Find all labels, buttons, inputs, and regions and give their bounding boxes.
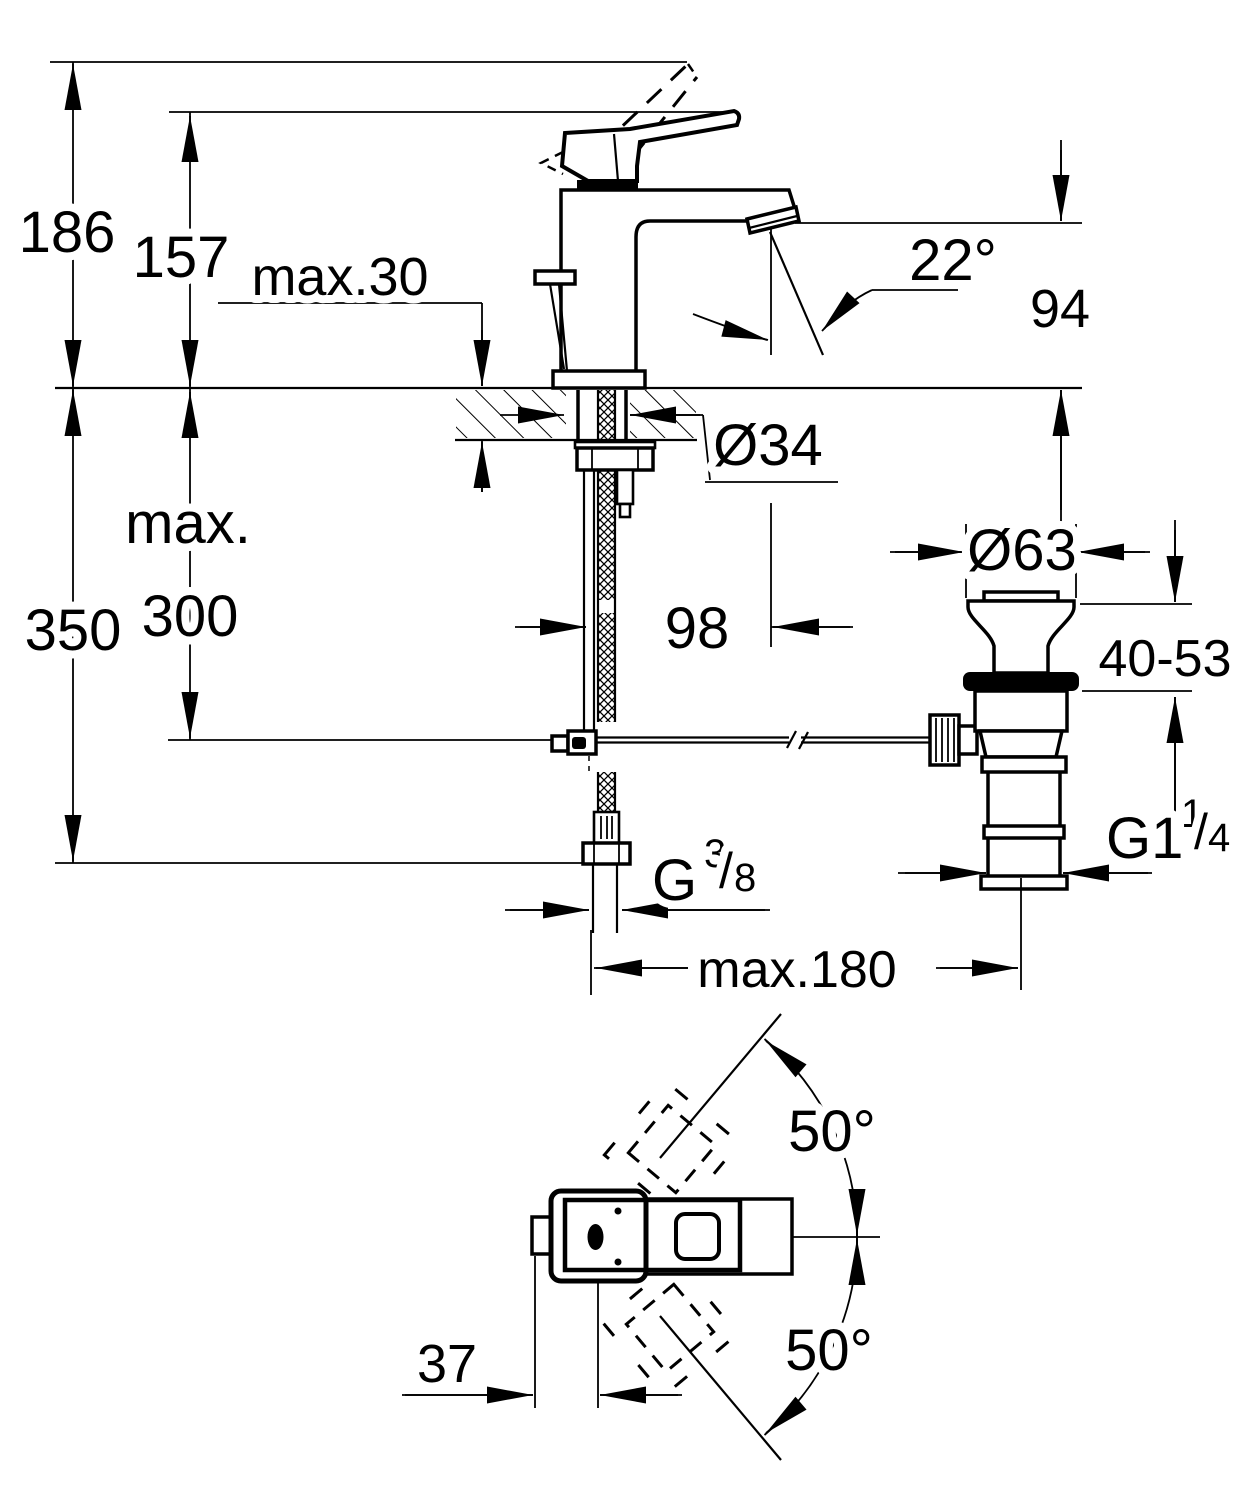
dim-label-stream-angle: 22° bbox=[909, 228, 997, 293]
waste-pipe-ring bbox=[982, 824, 1066, 840]
rod-connector-screw bbox=[572, 737, 586, 749]
handle-swing-dashed-upper bbox=[602, 1079, 742, 1219]
waste-pipe-end bbox=[979, 874, 1069, 891]
dim-label-deck-thickness: max.30 bbox=[251, 247, 428, 307]
dim-label-hose-drop-value: 300 bbox=[142, 584, 239, 649]
check-valve-tip bbox=[618, 502, 632, 519]
dimension-labels: 186 157 max.30 22° 94 Ø34 max. 300 350 9… bbox=[11, 192, 1240, 1402]
dim-label-swing-down: 50° bbox=[785, 1318, 873, 1383]
deck-hatch-right bbox=[630, 390, 696, 438]
swing-ray-lower bbox=[659, 1315, 782, 1461]
supply-thread-slash: / bbox=[719, 843, 733, 899]
dim-label-supply-drop: 350 bbox=[25, 598, 122, 663]
supply-hose-braid-upper bbox=[598, 390, 615, 600]
faucet-plan-view bbox=[530, 1013, 880, 1461]
aerator bbox=[744, 204, 802, 236]
supply-hose-braid-lower bbox=[598, 772, 615, 812]
waste-taper bbox=[977, 729, 1065, 759]
dim-label-outlet-height: 94 bbox=[1030, 279, 1090, 339]
plan-dot-top bbox=[614, 1207, 622, 1215]
plan-dot-bottom bbox=[614, 1258, 622, 1266]
waste-thread-prefix: G1 bbox=[1106, 806, 1183, 871]
waste-thread-slash: / bbox=[1194, 804, 1208, 860]
waste-collar bbox=[980, 755, 1068, 774]
dim-label-handle-offset: 37 bbox=[417, 1334, 477, 1394]
plan-center-hole bbox=[587, 1224, 604, 1250]
rod-break-tick-2 bbox=[798, 731, 809, 750]
dim-label-lever-height: 157 bbox=[133, 225, 230, 290]
rod-break-tick-1 bbox=[786, 730, 797, 749]
swing-arc-lower bbox=[763, 1236, 858, 1436]
hose-nut bbox=[581, 841, 632, 866]
waste-thread-denominator: 4 bbox=[1208, 816, 1230, 860]
dim-label-swing-up: 50° bbox=[788, 1099, 876, 1164]
popup-rod-strut-2 bbox=[557, 283, 569, 372]
handle-lever bbox=[559, 108, 742, 183]
base-plate bbox=[551, 369, 647, 390]
dim-label-spout-reach: 98 bbox=[665, 596, 730, 661]
dim-label-waste-flange-dia: Ø63 bbox=[967, 518, 1077, 583]
swing-arc-upper bbox=[763, 1038, 858, 1238]
mounting-nut bbox=[575, 446, 655, 472]
check-valve bbox=[615, 468, 635, 506]
spout-underside bbox=[634, 219, 748, 372]
dim-label-overall-height: 186 bbox=[19, 200, 116, 265]
popup-waste-assembly bbox=[928, 590, 1079, 891]
under-deck-assembly bbox=[550, 390, 931, 933]
popup-rod-knob bbox=[533, 269, 577, 286]
handle-inner-edge bbox=[612, 133, 620, 182]
supply-thread-prefix: G bbox=[652, 848, 697, 913]
aerator-inner-line bbox=[748, 214, 798, 230]
swing-ray-upper bbox=[659, 1013, 782, 1159]
knob-stub bbox=[957, 724, 979, 756]
popup-rod-strut-1 bbox=[548, 283, 566, 370]
water-stream-line bbox=[768, 231, 825, 356]
plan-handle-inner bbox=[562, 1197, 743, 1273]
plan-cartridge-square bbox=[674, 1212, 721, 1261]
dim-label-hose-drop-word: max. bbox=[125, 491, 251, 556]
dim-label-hole-diameter: Ø34 bbox=[713, 413, 823, 478]
dim-label-waste-deck-range: 40-53 bbox=[1099, 630, 1232, 688]
handle-joint-band bbox=[577, 180, 638, 189]
deck-hatch-left bbox=[456, 390, 566, 438]
faucet-side-view bbox=[533, 62, 825, 390]
supply-thread-denominator: 8 bbox=[734, 856, 756, 900]
plan-lever bbox=[635, 1197, 794, 1276]
rod-end-cap bbox=[550, 734, 570, 753]
dim-label-waste-offset: max.180 bbox=[697, 941, 896, 999]
waste-seal-washer bbox=[963, 672, 1079, 691]
waste-body bbox=[973, 689, 1069, 733]
supply-hose-braid-mid bbox=[598, 613, 615, 722]
